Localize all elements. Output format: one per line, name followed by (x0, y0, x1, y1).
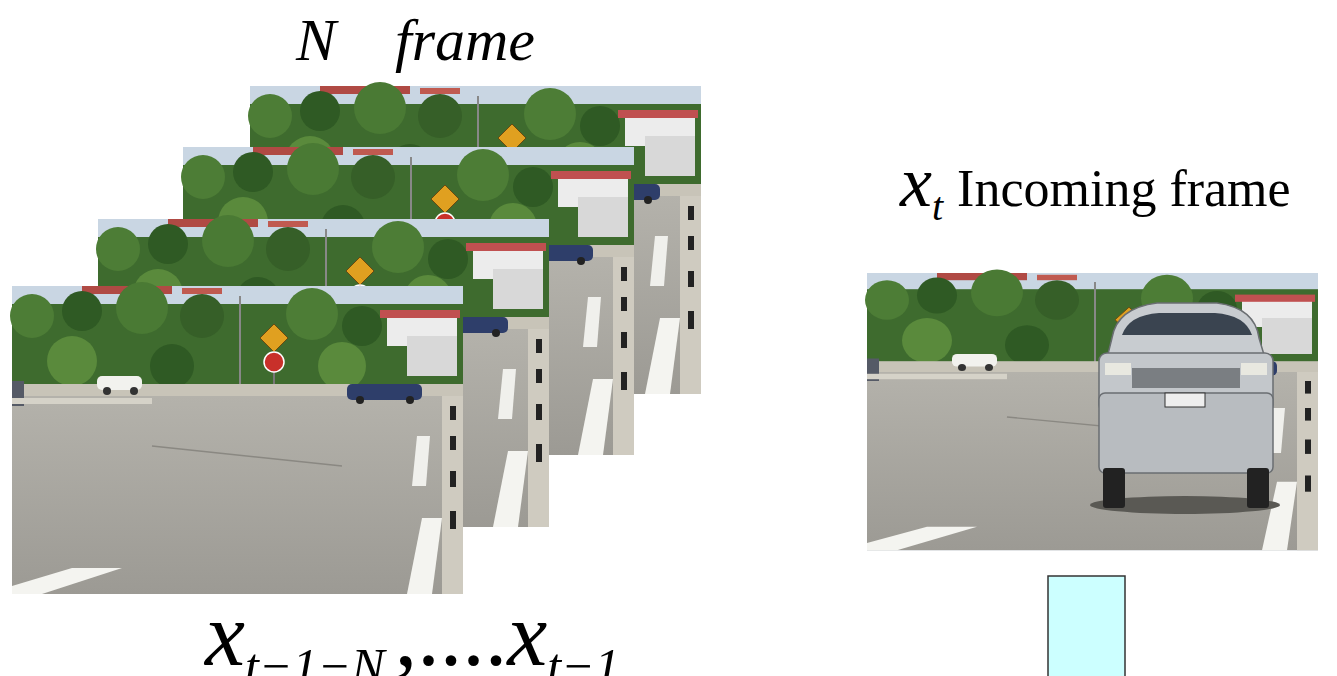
frame-count: N (296, 10, 336, 70)
incoming-frame (865, 269, 1318, 550)
history-label: xt−1−N,....xt−1 (205, 590, 620, 676)
buffer-box (1048, 576, 1125, 676)
subscript: t (932, 184, 943, 229)
variable: x (900, 142, 932, 222)
caption-text: Incoming frame (957, 160, 1291, 217)
frame-label: frame (395, 10, 535, 70)
variable: x (507, 585, 547, 676)
subscript: t−1−N (245, 638, 385, 676)
subscript: t−1 (547, 638, 620, 676)
variable: x (205, 585, 245, 676)
incoming-label: xtIncoming frame (900, 146, 1291, 218)
ellipsis: ,.... (395, 585, 508, 676)
frame-stack (10, 82, 701, 594)
